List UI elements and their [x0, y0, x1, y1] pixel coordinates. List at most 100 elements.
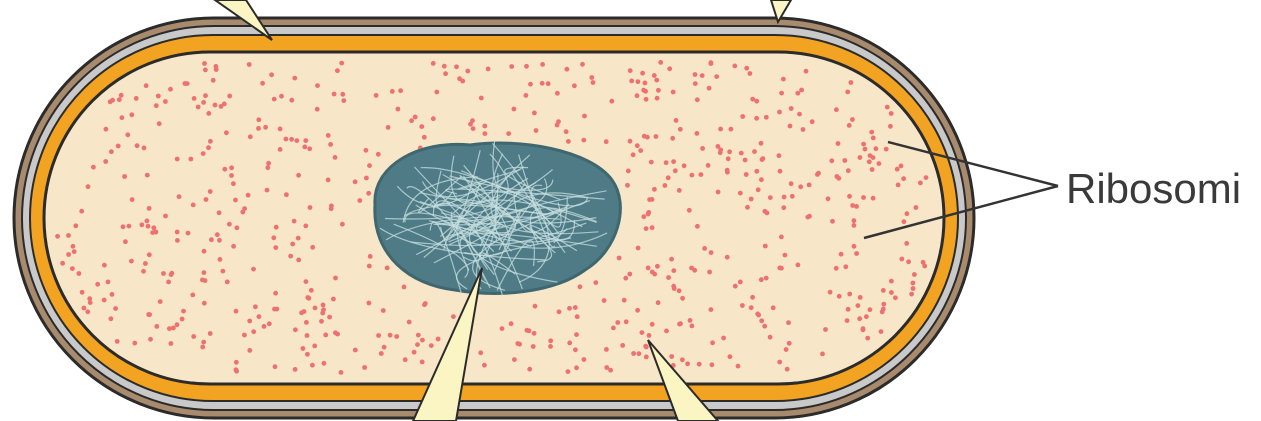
ribosome-dot	[82, 306, 87, 311]
ribosome-dot	[113, 306, 118, 311]
ribosome-dot	[685, 361, 690, 366]
ribosome-dot	[744, 66, 749, 71]
ribosome-dot	[166, 280, 171, 285]
ribosome-dot	[146, 224, 151, 229]
ribosome-dot	[125, 132, 130, 137]
ribosome-dot	[787, 341, 792, 346]
ribosome-dot	[779, 235, 784, 240]
ribosome-dot	[548, 344, 553, 349]
ribosome-dot	[202, 249, 207, 254]
ribosome-dot	[524, 93, 529, 98]
ribosome-dot	[752, 149, 757, 154]
ribosome-dot	[656, 300, 661, 305]
ribosome-dot	[640, 71, 645, 76]
ribosome-dot	[896, 183, 901, 188]
ribosome-dot	[650, 225, 655, 230]
ribosome-dot	[353, 179, 358, 184]
ribosome-dot	[260, 81, 265, 86]
ribosome-dot	[744, 172, 749, 177]
ribosome-dot	[638, 148, 643, 153]
ribosome-dot	[301, 346, 306, 351]
ribosome-dot	[921, 260, 926, 265]
ribosome-dot	[759, 177, 764, 182]
ribosome-dot	[732, 64, 737, 69]
ribosome-dot	[636, 79, 641, 84]
ribosome-dot	[700, 146, 705, 151]
ribosome-dot	[765, 211, 770, 216]
ribosome-dot	[828, 290, 833, 295]
ribosome-dot	[183, 81, 188, 86]
ribosome-dot	[693, 72, 698, 77]
ribosome-dot	[66, 252, 71, 257]
ribosome-dot	[221, 269, 226, 274]
ribosome-dot	[102, 263, 107, 268]
ribosome-dot	[640, 330, 645, 335]
ribosome-dot	[106, 280, 111, 285]
ribosome-dot	[627, 272, 632, 277]
ribosome-dot	[858, 295, 863, 300]
ribosome-dot	[852, 244, 857, 249]
ribosome-dot	[850, 203, 855, 208]
ribosome-dot	[557, 309, 562, 314]
ribosome-dot	[816, 171, 821, 176]
ribosome-dot	[154, 103, 159, 108]
ribosome-dot	[888, 124, 893, 129]
ribosome-dot	[307, 146, 312, 151]
ribosome-dot	[145, 219, 150, 224]
ribosome-dot	[420, 338, 425, 343]
ribosome-dot	[242, 333, 247, 338]
ribosome-dot	[222, 167, 227, 172]
ribosome-dot	[168, 87, 173, 92]
ribosome-dot	[231, 244, 236, 249]
ribosome-dot	[233, 198, 238, 203]
ribosome-dot	[877, 161, 882, 166]
ribosome-dot	[443, 71, 448, 76]
ribosome-dot	[104, 127, 109, 132]
ribosome-dot	[95, 282, 100, 287]
ribosome-dot	[470, 118, 475, 123]
ribosome-dot	[366, 191, 371, 196]
ribosome-dot	[644, 345, 649, 350]
ribosome-dot	[671, 90, 676, 95]
ribosome-dot	[728, 354, 733, 359]
ribosome-dot	[863, 147, 868, 152]
ribosome-dot	[622, 298, 627, 303]
ribosome-dot	[540, 62, 545, 67]
ribosome-dot	[604, 347, 609, 352]
ribosome-dot	[678, 127, 683, 132]
ribosome-dot	[673, 168, 678, 173]
ribosome-dot	[578, 284, 583, 289]
ribosome-dot	[315, 83, 320, 88]
ribosome-dot	[718, 127, 723, 132]
ribosome-dot	[402, 285, 407, 290]
ribosome-dot	[329, 204, 334, 209]
ribosome-dot	[687, 208, 692, 213]
ribosome-dot	[142, 146, 147, 151]
ribosome-dot	[322, 361, 327, 366]
ribosome-dot	[335, 68, 340, 73]
ribosome-dot	[108, 99, 113, 104]
ribosome-dot	[725, 170, 730, 175]
ribosome-dot	[700, 73, 705, 78]
ribosome-dot	[251, 267, 256, 272]
ribosome-dot	[852, 218, 857, 223]
ribosome-dot	[290, 242, 295, 247]
ribosome-dot	[740, 303, 745, 308]
ribosome-dot	[77, 271, 82, 276]
ribosome-dot	[211, 78, 216, 83]
ribosome-dot	[781, 77, 786, 82]
ribosome-dot	[864, 314, 869, 319]
ribosome-dot	[305, 352, 310, 357]
ribosome-dot	[771, 305, 776, 310]
ribosome-dot	[362, 365, 367, 370]
nucleoid	[375, 141, 621, 296]
ribosome-dot	[422, 135, 427, 140]
ribosome-dot	[779, 266, 784, 271]
ribosome-dot	[385, 266, 390, 271]
ribosome-dot	[72, 249, 77, 254]
ribosome-dot	[217, 238, 222, 243]
ribosome-dot	[620, 343, 625, 348]
ribosome-dot	[308, 205, 313, 210]
ribosome-dot	[71, 244, 76, 249]
ribosome-dot	[219, 104, 224, 109]
